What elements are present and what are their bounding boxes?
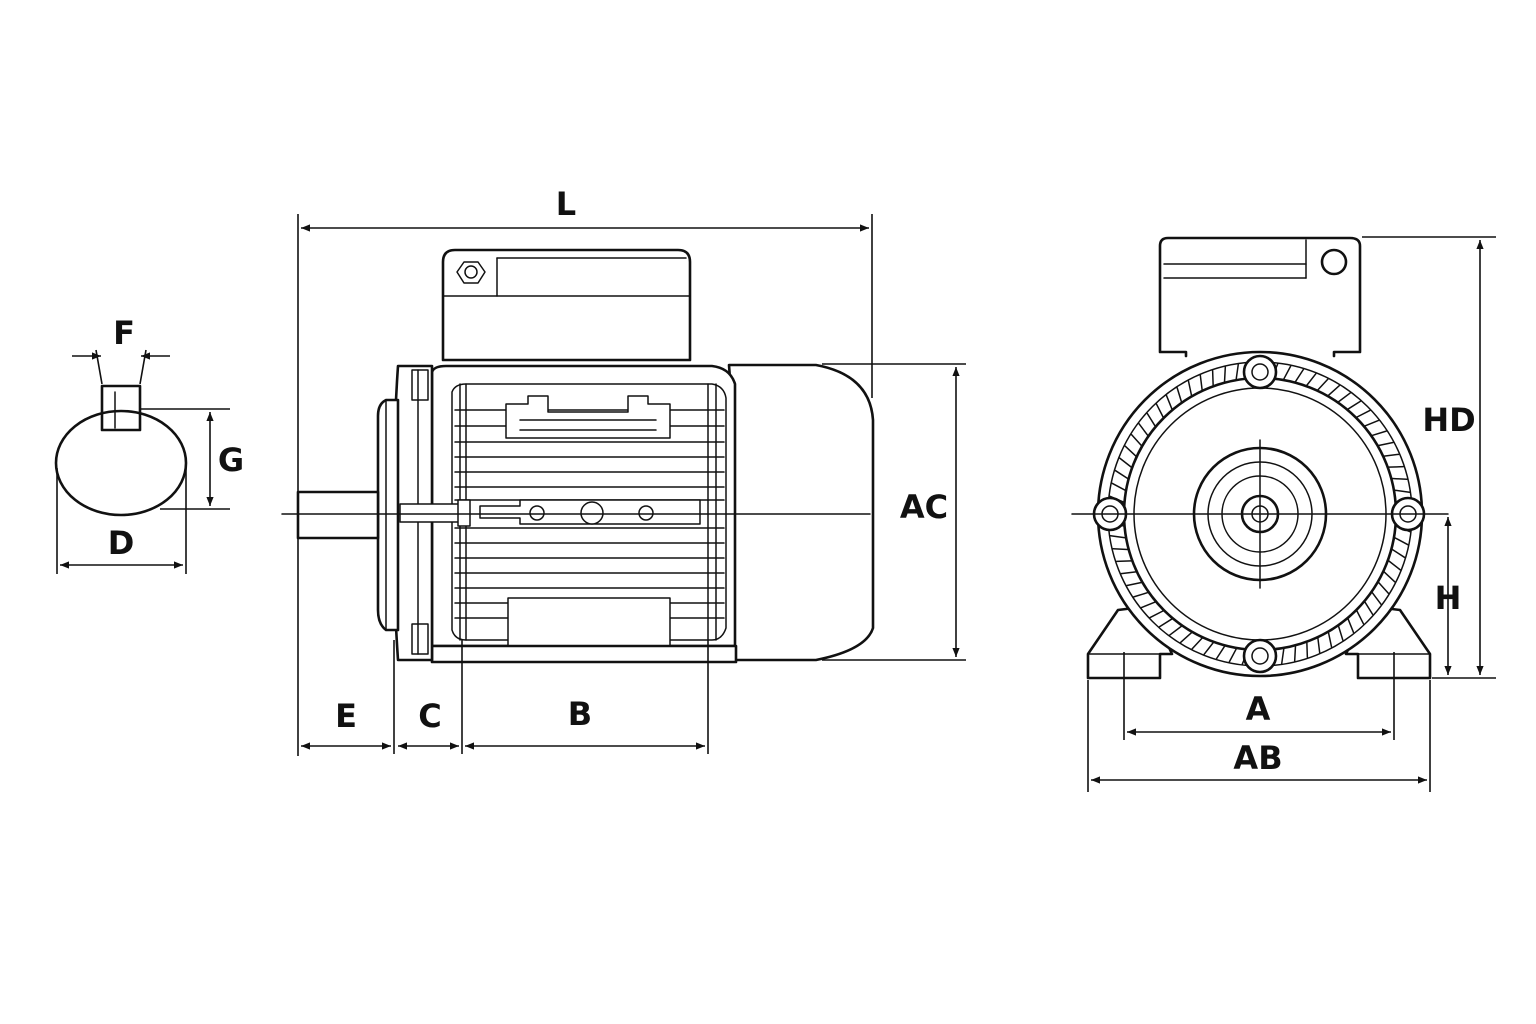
dimension-c: C	[398, 640, 463, 754]
housing-fin	[1347, 618, 1355, 634]
dimension-l: L	[297, 185, 873, 756]
housing-fin	[1126, 581, 1143, 587]
housing-fin	[1223, 366, 1227, 383]
housing-fin	[1118, 457, 1133, 468]
housing-fin	[1317, 637, 1321, 654]
dimension-e: E	[301, 640, 395, 754]
label-h: H	[1435, 579, 1462, 617]
housing-fin	[1191, 637, 1203, 650]
housing-fin	[1120, 571, 1137, 575]
shaft-key	[100, 384, 142, 432]
housing-fin	[1377, 441, 1394, 447]
housing-fin	[1115, 560, 1133, 563]
motor-body-side	[430, 364, 738, 664]
housing-fin	[1130, 433, 1143, 447]
housing-fin	[1364, 601, 1374, 616]
housing-fin	[1165, 394, 1173, 410]
housing-fin	[1293, 645, 1297, 662]
housing-fin	[1112, 547, 1129, 551]
dimension-b: B	[465, 640, 709, 754]
housing-fin	[1347, 400, 1362, 410]
housing-fin	[1158, 618, 1173, 628]
housing-fin	[1138, 422, 1149, 437]
housing-fin	[1211, 369, 1214, 387]
housing-fin	[1377, 581, 1390, 595]
housing-fin	[1149, 610, 1164, 619]
housing-fin	[1146, 412, 1156, 427]
bolt-lugs	[1092, 354, 1426, 674]
housing-fin	[1114, 469, 1129, 480]
housing-fin	[1111, 482, 1126, 491]
housing-fin	[1317, 378, 1329, 391]
housing-fin	[1283, 365, 1292, 380]
dimension-ab: AB	[1087, 680, 1431, 792]
label-ab: AB	[1233, 739, 1282, 777]
dimension-g: G	[140, 408, 244, 510]
housing-fin	[1140, 601, 1156, 609]
housing-fin	[1391, 548, 1406, 559]
label-g: G	[218, 441, 244, 479]
label-e: E	[335, 697, 357, 735]
housing-fin	[1133, 591, 1149, 598]
shaft-side	[296, 490, 380, 540]
housing-fin	[1124, 445, 1137, 457]
terminal-box-front	[1158, 236, 1362, 358]
fan-cover	[727, 363, 875, 662]
dimension-f: F	[72, 314, 170, 385]
housing-fin	[1235, 363, 1240, 380]
housing-fin	[1179, 631, 1193, 644]
housing-fin	[1306, 641, 1309, 659]
motor-front-view	[1071, 236, 1449, 680]
label-l: L	[556, 185, 576, 223]
housing-fin	[1109, 534, 1126, 539]
end-shield	[376, 364, 471, 662]
motor-side-view	[281, 248, 875, 664]
label-hd: HD	[1422, 401, 1475, 439]
housing-fin	[1356, 409, 1371, 418]
housing-fin	[1199, 374, 1203, 391]
housing-fin	[1387, 465, 1405, 468]
housing-fin	[1371, 430, 1387, 437]
housing-fin	[1394, 489, 1411, 494]
dimension-h: H	[1435, 517, 1462, 675]
housing-fin	[1327, 384, 1341, 397]
housing-fin	[1394, 537, 1409, 546]
shaft-section	[54, 409, 188, 517]
housing-fin	[1327, 631, 1333, 648]
label-d: D	[108, 524, 135, 562]
housing-fin	[1383, 453, 1400, 457]
housing-fin	[1391, 477, 1408, 481]
dimension-ac: AC	[822, 363, 966, 661]
terminal-box-side	[441, 248, 692, 362]
housing-fin	[1337, 625, 1344, 641]
housing-fin	[1187, 380, 1193, 397]
housing-fin	[1155, 403, 1164, 418]
housing-fin	[1337, 392, 1352, 403]
housing-fin	[1306, 372, 1317, 387]
housing-fin	[1387, 560, 1402, 571]
label-a: A	[1246, 690, 1271, 728]
shaft-section-view: F G D	[54, 314, 244, 574]
housing-fin	[1280, 648, 1285, 665]
housing-fin	[1228, 648, 1237, 663]
label-ac: AC	[900, 488, 948, 526]
housing-fins	[1108, 362, 1412, 666]
housing-fin	[1168, 625, 1183, 636]
label-c: C	[418, 697, 441, 735]
housing-fin	[1356, 610, 1365, 625]
housing-fin	[1176, 387, 1183, 403]
housing-fin	[1383, 571, 1396, 583]
dimension-hd: HD	[1362, 236, 1496, 679]
dimension-a: A	[1123, 652, 1395, 740]
housing-fin	[1215, 645, 1226, 660]
label-b: B	[568, 695, 592, 733]
housing-fin	[1371, 591, 1382, 606]
housing-fin	[1203, 641, 1214, 656]
housing-fin	[1364, 419, 1380, 427]
dimension-d: D	[56, 468, 187, 574]
housing-fin	[1294, 368, 1305, 383]
label-f: F	[113, 314, 135, 352]
